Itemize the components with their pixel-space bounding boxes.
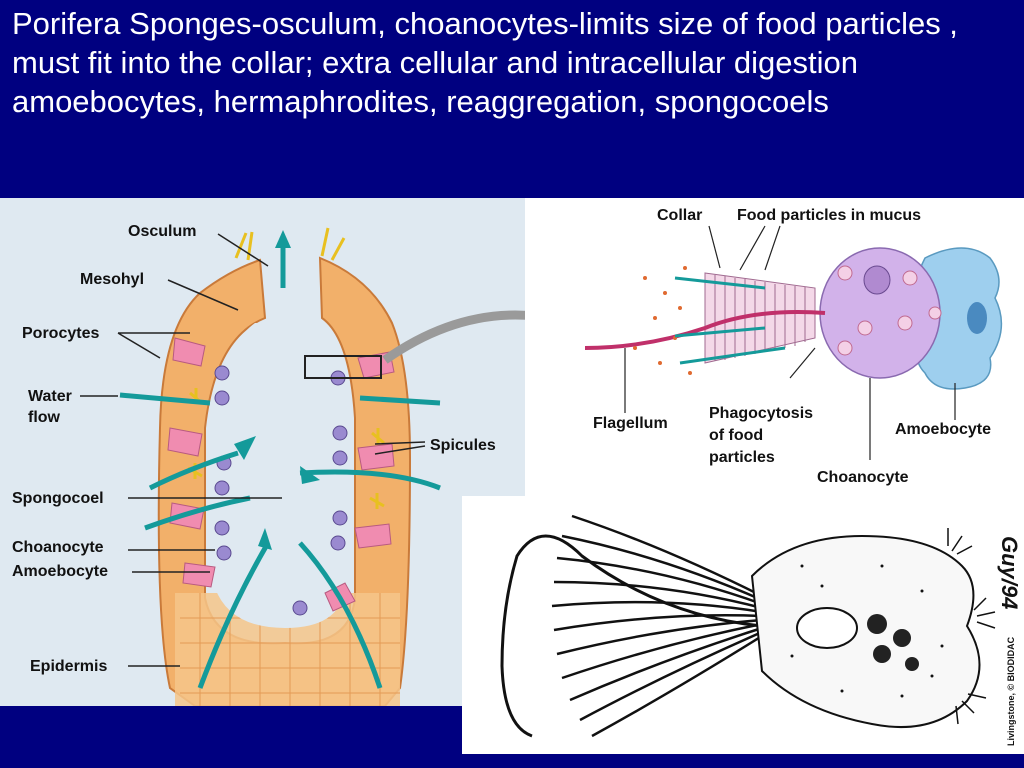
drawing-nucleus [796,607,858,649]
food-particle-dots [633,266,692,375]
label-water-flow-line2: flow [28,409,61,426]
label-choanocyte: Choanocyte [12,539,104,556]
flagellum [584,310,826,350]
sponge-diagram: Osculum Mesohyl Porocytes Water flow Spi… [12,223,496,706]
water-flow-arrows [119,243,441,689]
drawing-food-vacuoles [867,614,919,671]
drawing-flagellum [500,534,763,738]
drawing-cell-body [750,534,981,729]
choanocyte-nucleus [863,265,891,295]
highlight-box [304,355,382,379]
slide-title: Porifera Sponges-osculum, choanocytes-li… [12,6,958,119]
label-choanocyte-cell: Choanocyte [817,469,909,486]
label-phagocytosis-line1: Phagocytosis [709,405,813,422]
sponge-leader-lines [80,233,426,667]
label-collar: Collar [657,207,702,224]
drawing-stipple [790,564,944,698]
label-porocytes: Porocytes [22,325,99,342]
choanocyte-line-drawing: Guy/94 Livingstone, © BIODIDAC [500,514,1022,746]
cell-diagram-panel: Collar Food particles in mucus Flagellum… [525,198,1024,496]
label-food-particles: Food particles in mucus [737,207,921,224]
drawing-pseudopods [947,528,996,725]
label-amoebocyte: Amoebocyte [12,563,108,580]
line-drawing-panel: Guy/94 Livingstone, © BIODIDAC [462,496,1024,754]
label-phagocytosis-line2: of food [709,427,763,444]
cell-leader-lines [624,225,956,460]
spongocoel-cavity [215,323,345,628]
label-spongocoel: Spongocoel [12,490,104,507]
cell-diagram: Collar Food particles in mucus Flagellum… [584,207,1003,486]
label-amoebocyte-cell: Amoebocyte [895,421,991,438]
drawing-signature: Guy/94 [997,536,1022,609]
label-epidermis: Epidermis [30,658,107,675]
sponge-diagram-panel: Osculum Mesohyl Porocytes Water flow Spi… [0,198,525,706]
drawing-credit: Livingstone, © BIODIDAC [1006,636,1016,746]
label-water-flow-line1: Water [28,388,72,405]
label-mesohyl: Mesohyl [80,271,144,288]
choanocyte-lining [214,365,348,616]
food-vacuoles [837,265,942,356]
label-phagocytosis-line3: particles [709,449,775,466]
cell-flow-arrows [674,276,786,365]
label-osculum: Osculum [128,223,196,240]
amoebocyte-nucleus [967,302,987,334]
label-spicules: Spicules [430,437,496,454]
drawing-collar-lines [551,514,763,738]
water-flow-arrowheads [234,230,320,550]
label-flagellum: Flagellum [593,415,668,432]
